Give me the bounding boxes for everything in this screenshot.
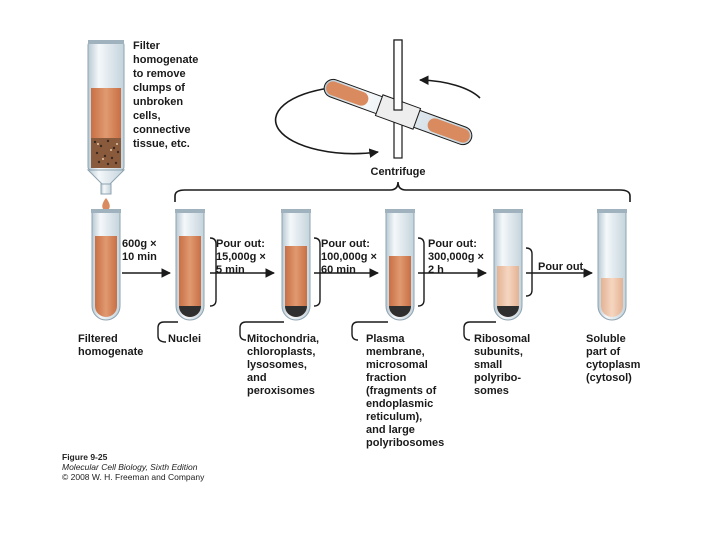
- tube-pellet: [389, 306, 411, 317]
- test-tube: [281, 209, 311, 321]
- test-tube: [91, 209, 121, 321]
- label-cytosol: Soluble part of cytoplasm (cytosol): [586, 333, 643, 384]
- tube-liquid: [95, 236, 117, 317]
- caption-copyright: © 2008 W. H. Freeman and Company: [62, 472, 205, 482]
- tube-liquid: [285, 246, 307, 317]
- step-5-text: Pour out: [538, 261, 584, 273]
- step-3-text: Pour out: 100,000g × 60 min: [321, 238, 380, 276]
- label-ribosomal: Ribosomal subunits, small polyribo- some…: [474, 333, 533, 397]
- test-tube: [597, 209, 627, 321]
- label-nuclei: Nuclei: [168, 333, 201, 345]
- tube-liquid: [497, 266, 519, 317]
- centrifuge-icon: [274, 39, 481, 159]
- tube-pellet: [285, 306, 307, 317]
- centrifuge-label: Centrifuge: [371, 166, 426, 178]
- test-tube: [493, 209, 523, 321]
- pellet-pointers: [157, 321, 496, 343]
- tube-row: [91, 209, 627, 321]
- caption-figure: Figure 9-25: [62, 452, 108, 462]
- caption-book: Molecular Cell Biology, Sixth Edition: [62, 462, 198, 472]
- step-4-text: Pour out: 300,000g × 2 h: [428, 238, 487, 276]
- step-2-text: Pour out: 15,000g × 5 min: [216, 238, 269, 276]
- label-microsomal: Plasma membrane, microsomal fraction (fr…: [366, 333, 444, 449]
- tube-pellet: [497, 306, 519, 317]
- pour-out-brackets: [209, 237, 533, 307]
- tube-liquid: [601, 278, 623, 317]
- test-tube: [175, 209, 205, 321]
- label-filtered-homogenate: Filtered homogenate: [78, 333, 143, 358]
- test-tube: [385, 209, 415, 321]
- label-mitochondria: Mitochondria, chloroplasts, lysosomes, a…: [247, 333, 322, 397]
- tube-liquid: [179, 236, 201, 317]
- tube-pellet: [179, 306, 201, 317]
- step-1-text: 600g × 10 min: [122, 238, 160, 263]
- centrifuge-brace: [174, 181, 631, 202]
- filter-instruction: Filter homogenate to remove clumps of un…: [133, 40, 201, 150]
- filter-tube: [86, 40, 126, 210]
- tube-liquid: [389, 256, 411, 317]
